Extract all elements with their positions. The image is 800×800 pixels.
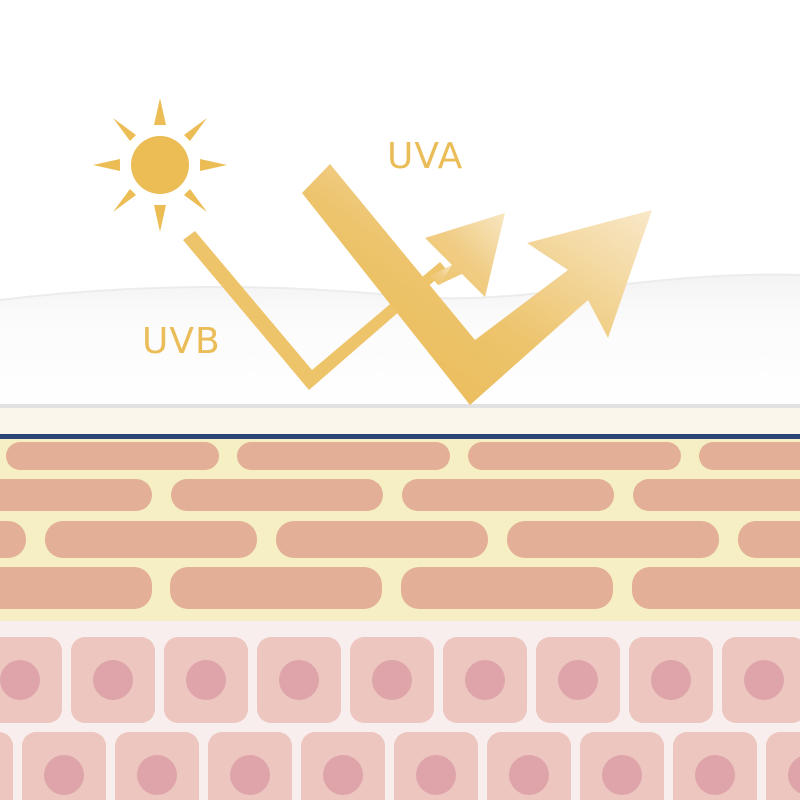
dermis-cell bbox=[350, 637, 434, 723]
dermis-cell bbox=[0, 637, 62, 723]
epidermis-cell bbox=[0, 567, 152, 609]
dermis-cell bbox=[580, 732, 664, 800]
uvb-ray-arrow bbox=[183, 213, 505, 390]
sky-and-sunscreen-layer bbox=[0, 98, 800, 408]
dermis-cell bbox=[301, 732, 385, 800]
cell-nucleus bbox=[602, 755, 642, 795]
cell-nucleus bbox=[744, 660, 784, 700]
sun-icon bbox=[93, 98, 227, 232]
epidermis-cell bbox=[0, 479, 152, 511]
dermis-cell bbox=[629, 637, 713, 723]
epidermis-cell bbox=[0, 521, 26, 558]
epidermis-cell bbox=[699, 442, 800, 470]
uva-ray-arrow bbox=[302, 164, 652, 405]
cell-nucleus bbox=[93, 660, 133, 700]
epidermis-cell bbox=[45, 521, 257, 558]
epidermis-cell bbox=[170, 567, 382, 609]
dermis-cell bbox=[164, 637, 248, 723]
cell-nucleus bbox=[323, 755, 363, 795]
epidermis-cell bbox=[401, 567, 613, 609]
cell-nucleus bbox=[509, 755, 549, 795]
cell-nucleus bbox=[137, 755, 177, 795]
cell-nucleus bbox=[279, 660, 319, 700]
cell-nucleus bbox=[0, 660, 40, 700]
epidermis-cell bbox=[6, 442, 219, 470]
uvb-label: UVB bbox=[142, 321, 221, 362]
cell-nucleus bbox=[372, 660, 412, 700]
stratum-corneum bbox=[0, 408, 800, 436]
dermis-cell bbox=[766, 732, 800, 800]
cell-nucleus bbox=[558, 660, 598, 700]
cell-nucleus bbox=[651, 660, 691, 700]
epidermis-cell bbox=[276, 521, 488, 558]
dermis-cell bbox=[22, 732, 106, 800]
dermis-cell bbox=[673, 732, 757, 800]
dermis-cell bbox=[722, 637, 800, 723]
cell-nucleus bbox=[44, 755, 84, 795]
epidermis-cell bbox=[507, 521, 719, 558]
epidermis-cell bbox=[171, 479, 383, 511]
epidermis-cell bbox=[402, 479, 614, 511]
epidermis-cell bbox=[237, 442, 450, 470]
dermis-cell bbox=[257, 637, 341, 723]
skin-barrier-line bbox=[0, 434, 800, 439]
dermis-cell bbox=[487, 732, 571, 800]
cell-nucleus bbox=[695, 755, 735, 795]
dermis-cell bbox=[536, 637, 620, 723]
dermis-cell bbox=[394, 732, 478, 800]
epidermis-layer bbox=[0, 439, 800, 621]
cell-nucleus bbox=[788, 755, 800, 795]
cell-nucleus bbox=[416, 755, 456, 795]
cell-nucleus bbox=[465, 660, 505, 700]
dermis-cell bbox=[0, 732, 13, 800]
epidermis-cell bbox=[738, 521, 800, 558]
dermis-cell bbox=[443, 637, 527, 723]
epidermis-cell bbox=[632, 567, 800, 609]
dermis-cell bbox=[71, 637, 155, 723]
uva-label: UVA bbox=[387, 136, 464, 177]
dermis-cell bbox=[115, 732, 199, 800]
cell-nucleus bbox=[186, 660, 226, 700]
dermis-layer bbox=[0, 621, 800, 800]
dermis-cell bbox=[208, 732, 292, 800]
epidermis-cell bbox=[633, 479, 800, 511]
epidermis-cell bbox=[468, 442, 681, 470]
cell-nucleus bbox=[230, 755, 270, 795]
